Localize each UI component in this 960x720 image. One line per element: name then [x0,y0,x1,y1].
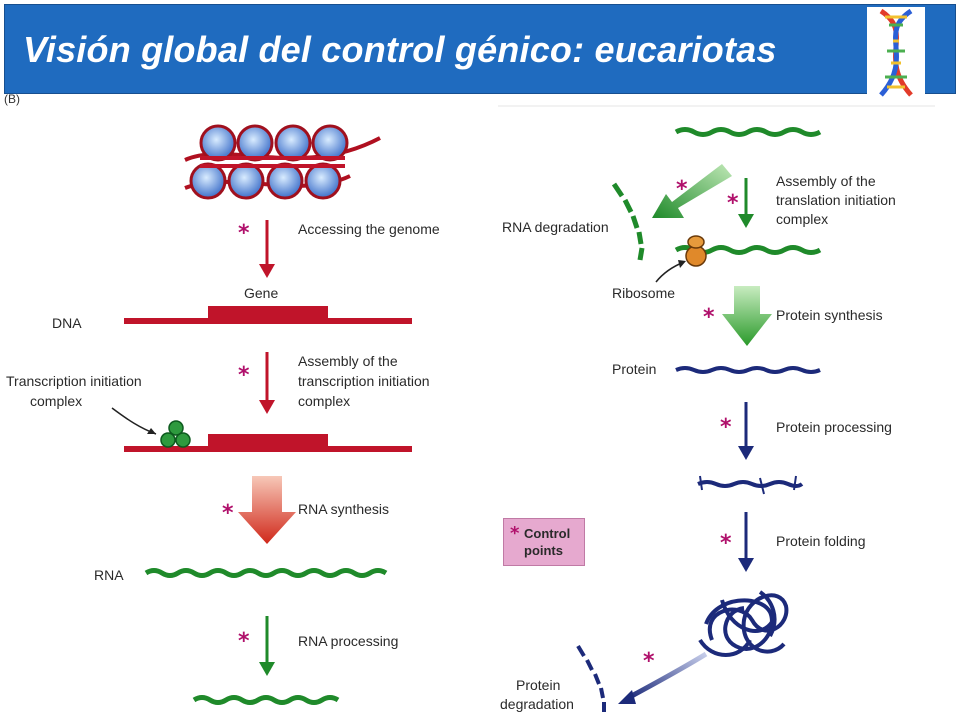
degraded-rna-fragments [611,182,645,261]
control-point-star: * [238,221,250,246]
legend-text: Control points [524,525,584,559]
arrow-transcription-assembly [259,352,275,414]
label-dna: DNA [52,315,82,331]
label-rna-degradation: RNA degradation [502,219,609,235]
label-tic-line2: complex [30,393,82,409]
processed-rna-strand [192,695,340,705]
label-protein-degradation-line1: Protein [516,677,560,693]
control-points-legend: * Control points [503,518,585,566]
label-protein-processing: Protein processing [776,419,892,435]
arrow-protein-synthesis [722,286,772,346]
control-point-star: * [720,531,732,556]
mrna-top-strand [674,127,822,137]
arrow-rna-processing [259,616,275,676]
label-translation-line3: complex [776,211,828,227]
legend-line1: Control [524,526,571,541]
label-ribosome: Ribosome [612,285,675,301]
legend-line2: points [524,543,563,558]
label-protein-folding: Protein folding [776,533,866,549]
control-point-star: * [720,415,732,440]
arrow-rna-degradation [652,164,732,218]
chromatin-nucleosomes [184,124,381,200]
protein-chain [675,366,821,374]
degraded-protein-fragments [576,644,606,712]
arrow-rna-synthesis [238,476,296,544]
dna-helix-logo [867,7,925,99]
control-point-star: * [222,501,234,526]
label-gene: Gene [244,285,278,301]
control-point-star: * [238,629,250,654]
arrow-protein-folding [738,512,754,572]
label-rna: RNA [94,567,124,583]
header-bar: Visión global del control génico: eucari… [4,4,956,99]
label-rna-synthesis: RNA synthesis [298,501,389,517]
arrow-translation-assembly [738,178,754,228]
control-point-star: * [643,649,655,674]
ribosome-icon [685,235,707,267]
dna-with-gene [124,306,412,324]
label-accessing-genome: Accessing the genome [298,221,440,237]
label-rna-processing: RNA processing [298,633,398,649]
arrow-accessing-genome [259,220,275,278]
folded-protein [698,590,789,657]
control-point-star: * [703,305,715,330]
label-assembly-line1: Assembly of the [298,353,398,369]
label-assembly-line3: complex [298,393,350,409]
control-point-star: * [727,191,739,216]
control-point-star: * [238,363,250,388]
arrow-protein-degradation [618,651,708,704]
dna-with-complex [124,420,412,452]
panel-label: (B) [4,92,20,106]
label-tic-line1: Transcription initiation [6,373,142,389]
label-translation-line2: translation initiation [776,192,896,208]
label-protein: Protein [612,361,656,377]
arrow-protein-processing [738,402,754,460]
label-protein-degradation-line2: degradation [500,696,574,712]
rna-strand [144,568,388,578]
processed-protein-chain [697,475,804,495]
slide-title: Visión global del control génico: eucari… [23,29,777,70]
label-translation-line1: Assembly of the [776,173,876,189]
label-assembly-line2: transcription initiation [298,373,430,389]
label-protein-synthesis: Protein synthesis [776,307,883,323]
legend-star-icon: * [510,523,520,544]
